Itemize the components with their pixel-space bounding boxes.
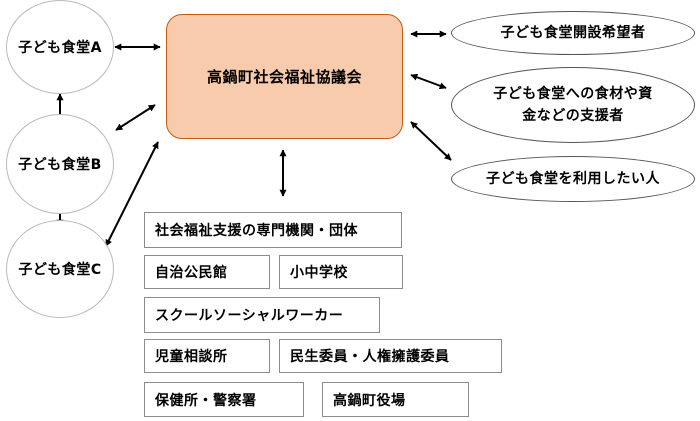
org-town-office-label: 高鍋町役場 bbox=[333, 392, 406, 409]
org-health-police: 保健所・警察署 bbox=[144, 382, 304, 417]
org-health-police-label: 保健所・警察署 bbox=[155, 392, 257, 409]
arrow-cafeteria-c-center bbox=[105, 141, 159, 247]
stakeholder-2-line-1: 子ども食堂への食材や資 bbox=[493, 85, 653, 102]
org-child-guidance-center: 児童相談所 bbox=[144, 339, 270, 373]
cafeteria-c-node: 子ども食堂C bbox=[6, 220, 114, 318]
stakeholder-prospective-openers: 子ども食堂開設希望者 bbox=[451, 11, 695, 55]
org-welfare-agencies-label: 社会福祉支援の専門機関・団体 bbox=[155, 223, 358, 239]
stakeholder-supporters: 子ども食堂への食材や資 金などの支援者 bbox=[451, 67, 695, 143]
org-schools-label: 小中学校 bbox=[290, 265, 348, 281]
cafeteria-a-label: 子ども食堂A bbox=[18, 40, 102, 56]
org-community-hall: 自治公民館 bbox=[144, 255, 270, 289]
council-label: 高鍋町社会福祉協議会 bbox=[206, 68, 362, 86]
arrow-cafeteria-b-center bbox=[115, 104, 156, 131]
stakeholder-users: 子ども食堂を利用したい人 bbox=[451, 156, 695, 202]
cafeteria-a-node: 子ども食堂A bbox=[6, 0, 114, 94]
org-community-hall-label: 自治公民館 bbox=[155, 265, 228, 281]
org-school-social-worker: スクールソーシャルワーカー bbox=[144, 297, 380, 333]
arrow-center-stakeholder-3 bbox=[410, 121, 452, 161]
org-welfare-commissioners-label: 民生委員・人権擁護委員 bbox=[290, 349, 450, 365]
org-welfare-agencies: 社会福祉支援の専門機関・団体 bbox=[144, 212, 402, 248]
cafeteria-c-label: 子ども食堂C bbox=[18, 262, 102, 278]
org-schools: 小中学校 bbox=[279, 255, 403, 289]
stakeholder-2-line-2: 金などの支援者 bbox=[522, 108, 624, 124]
org-welfare-commissioners: 民生委員・人権擁護委員 bbox=[279, 339, 502, 373]
stakeholder-3-label: 子ども食堂を利用したい人 bbox=[486, 170, 660, 187]
cafeteria-b-node: 子ども食堂B bbox=[6, 114, 114, 214]
stakeholder-1-label: 子ども食堂開設希望者 bbox=[500, 24, 646, 41]
council-node: 高鍋町社会福祉協議会 bbox=[166, 14, 403, 139]
cafeteria-b-label: 子ども食堂B bbox=[18, 157, 102, 173]
org-town-office: 高鍋町役場 bbox=[322, 382, 469, 417]
org-school-social-worker-label: スクールソーシャルワーカー bbox=[155, 308, 344, 324]
arrow-center-stakeholder-2 bbox=[410, 73, 447, 90]
org-child-guidance-center-label: 児童相談所 bbox=[155, 349, 228, 365]
